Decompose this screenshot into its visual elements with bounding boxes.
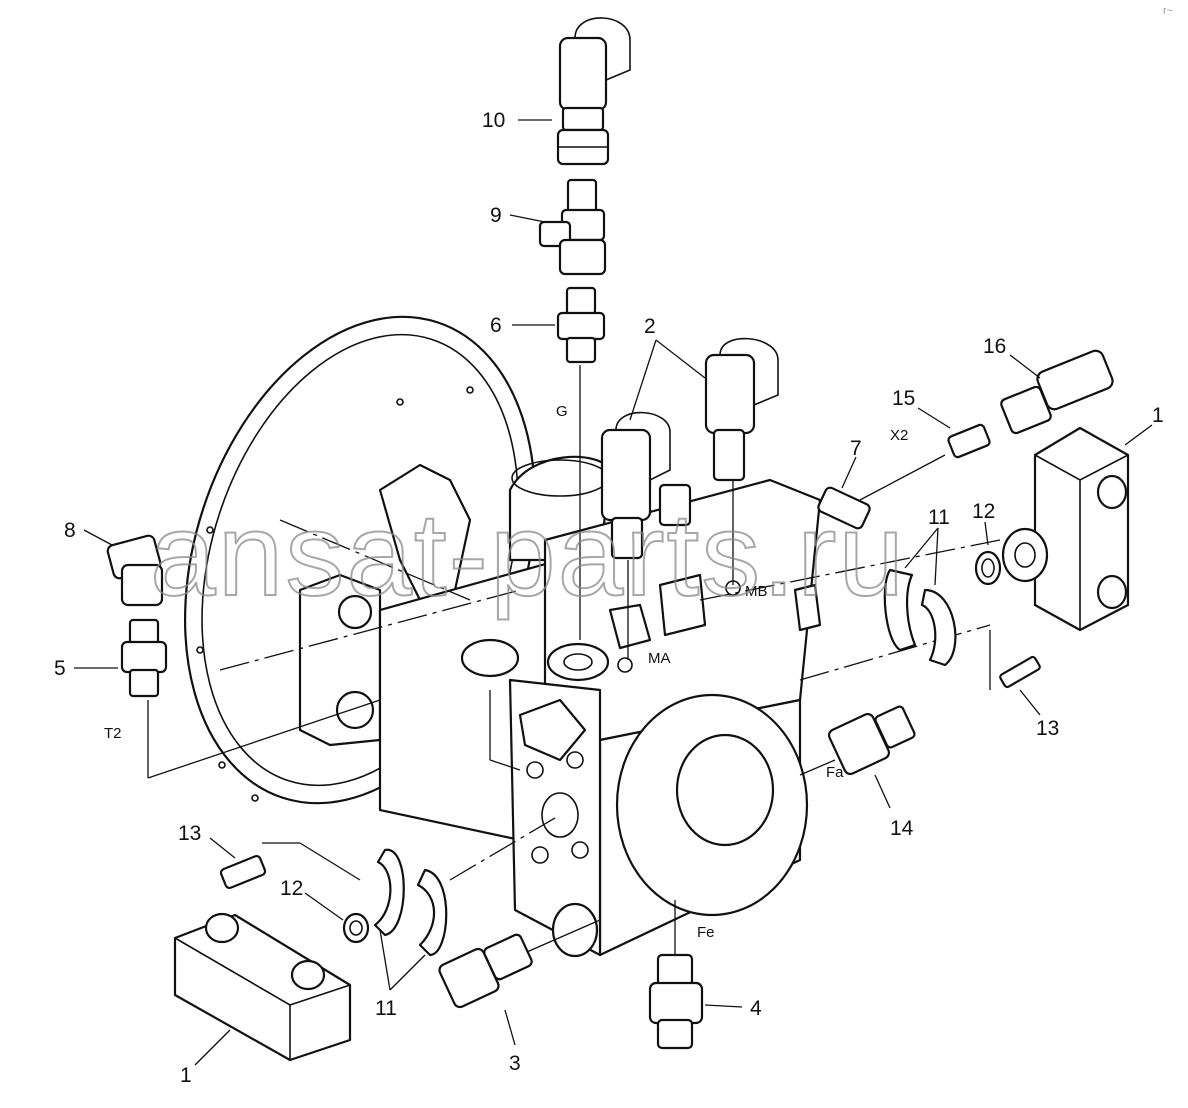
part-2-test-connectors xyxy=(600,337,779,560)
part-4-fitting xyxy=(648,953,704,1050)
callout-11-right: 11 xyxy=(928,506,950,529)
part-9-tee-fitting xyxy=(538,178,607,276)
part-7-fitting xyxy=(817,486,871,530)
port-ma: MA xyxy=(648,650,671,667)
callout-9: 9 xyxy=(490,204,502,227)
callout-12-right: 12 xyxy=(972,500,995,523)
port-t2: T2 xyxy=(104,725,122,742)
part-13-screw-right xyxy=(999,655,1041,689)
part-15-fitting xyxy=(947,423,991,459)
port-fa: Fa xyxy=(826,764,844,781)
part-11-clamps-left xyxy=(373,848,448,957)
callout-10: 10 xyxy=(482,109,505,132)
callout-5: 5 xyxy=(54,657,66,680)
callout-14: 14 xyxy=(890,817,914,840)
part-13-screw-left xyxy=(219,854,267,890)
callout-8: 8 xyxy=(64,519,76,542)
port-mb: MB xyxy=(745,583,768,600)
callout-labels: 10 9 6 2 16 15 7 1 12 11 13 14 8 5 13 12… xyxy=(54,109,1164,1087)
callout-13-right: 13 xyxy=(1036,717,1059,740)
callout-11-left: 11 xyxy=(375,997,397,1020)
callout-1-right: 1 xyxy=(1152,404,1164,427)
part-1-manifold-right xyxy=(1033,426,1130,632)
part-12-seal-right xyxy=(974,527,1049,586)
callout-16: 16 xyxy=(983,335,1006,358)
port-fe: Fe xyxy=(697,924,715,941)
watermark: ansat-parts.ru xyxy=(150,489,906,621)
callout-13-left: 13 xyxy=(178,822,201,845)
callout-2: 2 xyxy=(644,315,656,338)
part-10-test-connector xyxy=(556,17,631,166)
callout-12-left: 12 xyxy=(280,877,303,900)
port-x2: X2 xyxy=(890,427,908,444)
part-8-elbow xyxy=(106,534,164,607)
part-14-fitting xyxy=(827,705,916,776)
port-g: G xyxy=(556,403,568,420)
callout-3: 3 xyxy=(509,1052,521,1075)
part-1-manifold-left xyxy=(173,912,352,1062)
part-12-seal-left xyxy=(342,912,370,944)
callout-6: 6 xyxy=(490,314,502,337)
port-labels: G X2 MB MA T2 Fa Fe xyxy=(104,403,908,941)
part-5-adapter xyxy=(120,618,168,698)
callout-leaders xyxy=(74,119,1153,1066)
part-16-connector xyxy=(1000,349,1114,435)
part-11-clamps-right xyxy=(883,568,957,667)
callout-1-left: 1 xyxy=(180,1064,192,1087)
callout-15: 15 xyxy=(892,387,915,410)
part-3-fitting xyxy=(438,933,533,1009)
callout-7: 7 xyxy=(850,437,862,460)
center-lines xyxy=(147,365,1001,956)
corner-mark: r~ xyxy=(1163,5,1173,17)
part-6-adapter xyxy=(556,286,606,364)
callout-4: 4 xyxy=(750,997,762,1020)
